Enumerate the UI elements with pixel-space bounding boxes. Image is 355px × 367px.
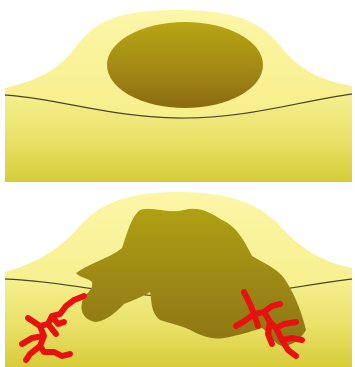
panel-bottom: [5, 192, 352, 367]
panel-top: [5, 10, 352, 182]
oval-mass-top: [107, 22, 263, 108]
